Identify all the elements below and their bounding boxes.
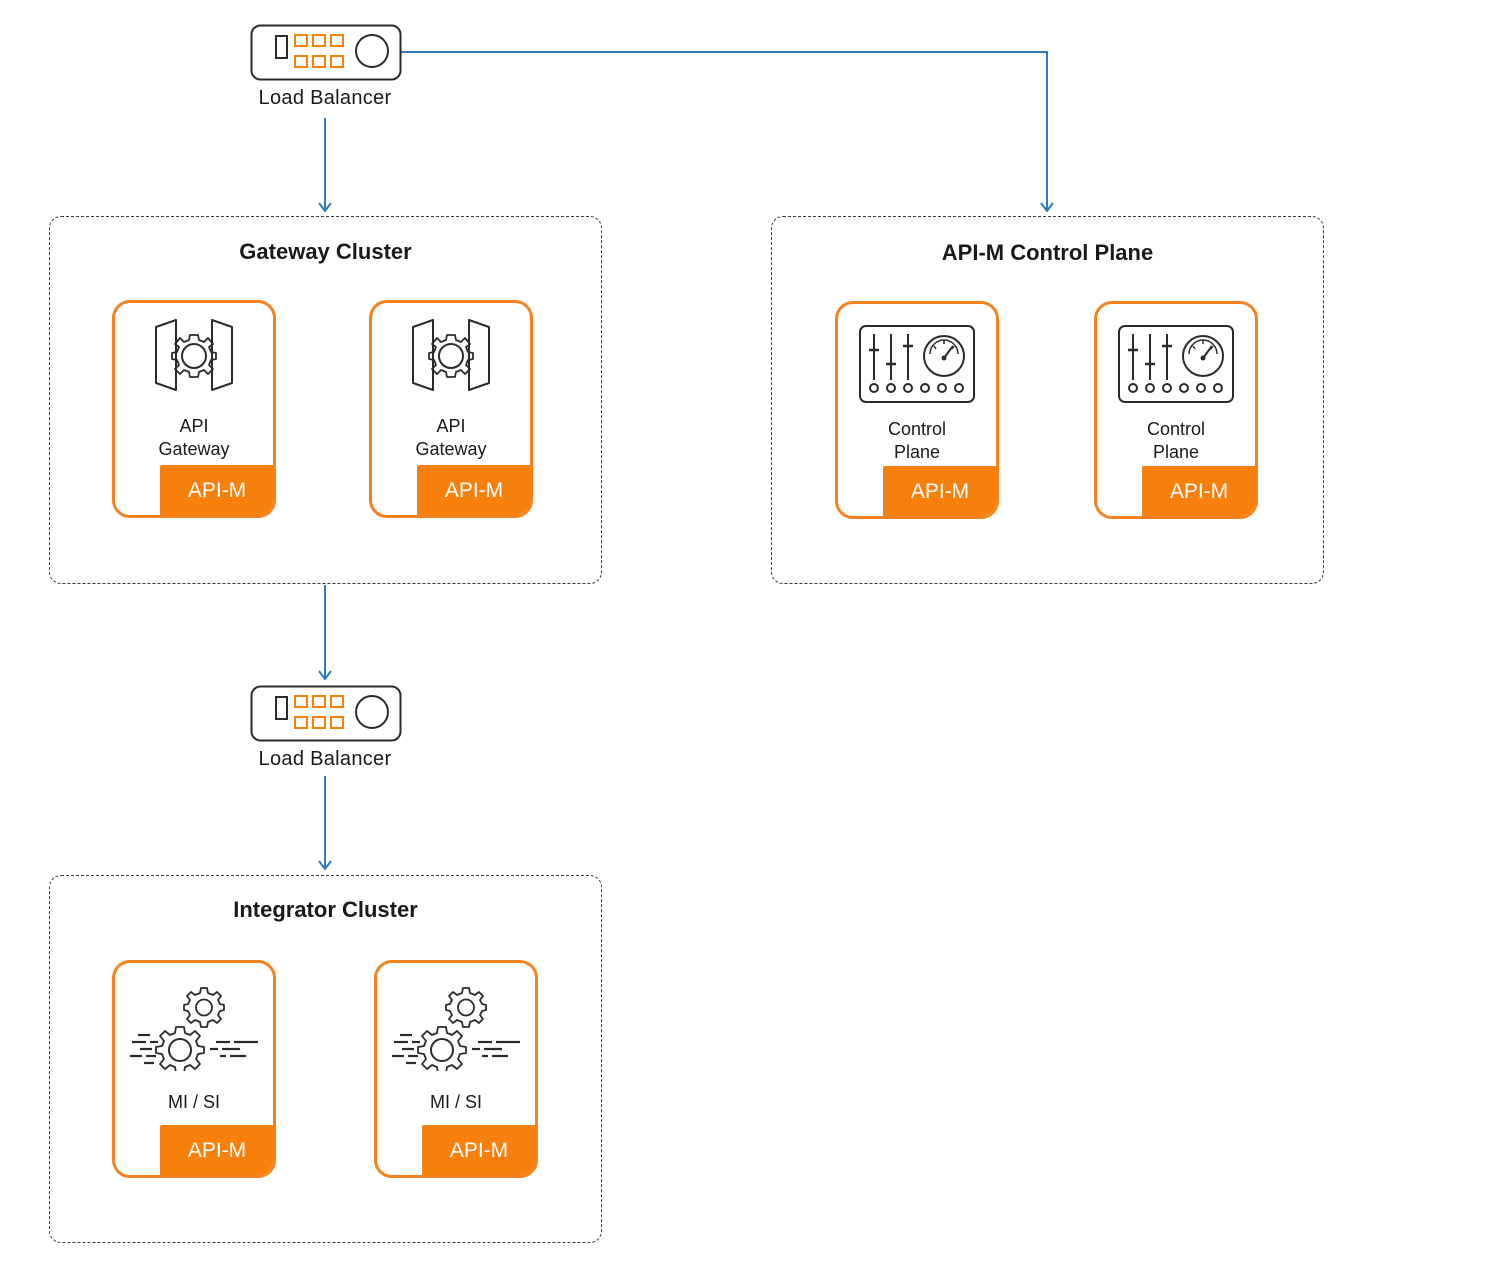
api-m-badge: API-M (422, 1125, 535, 1175)
api-m-badge: API-M (160, 465, 273, 515)
node-label: API Gateway (158, 416, 230, 459)
api-gateway-node: API Gateway API-M (112, 300, 276, 518)
mi-si-node: MI / SI API-M (374, 960, 538, 1178)
api-gateway-icon (412, 319, 490, 391)
node-label: MI / SI (429, 1092, 482, 1112)
api-gateway-node: API Gateway API-M (369, 300, 533, 518)
control-panel-icon (859, 325, 975, 403)
control-panel-icon (1118, 325, 1234, 403)
api-gateway-icon (155, 319, 233, 391)
gears-icon (392, 987, 520, 1071)
control-plane-node: Control Plane API-M (1094, 301, 1258, 519)
gateway-cluster: Gateway Cluster (49, 216, 602, 584)
cluster-title: API-M Control Plane (941, 240, 1154, 265)
gears-icon (130, 987, 258, 1071)
connector-lb-to-control-plane (401, 51, 1047, 211)
mi-si-node: MI / SI API-M (112, 960, 276, 1178)
node-label: API Gateway (415, 416, 487, 459)
api-m-badge: API-M (883, 466, 996, 516)
load-balancer-icon (250, 24, 402, 81)
node-label: Control Plane (1146, 419, 1206, 462)
node-label: MI / SI (167, 1092, 220, 1112)
load-balancer-label: Load Balancer (258, 748, 392, 770)
cluster-title: Integrator Cluster (233, 897, 418, 922)
cluster-title: Gateway Cluster (239, 239, 412, 264)
load-balancer-icon (250, 685, 402, 742)
node-label: Control Plane (887, 419, 947, 462)
api-m-badge: API-M (160, 1125, 273, 1175)
api-m-badge: API-M (1142, 466, 1255, 516)
integrator-cluster: Integrator Cluster (49, 875, 602, 1243)
load-balancer-label: Load Balancer (258, 87, 392, 109)
api-m-badge: API-M (417, 465, 530, 515)
control-plane-cluster: API-M Control Plane (771, 216, 1324, 584)
control-plane-node: Control Plane API-M (835, 301, 999, 519)
